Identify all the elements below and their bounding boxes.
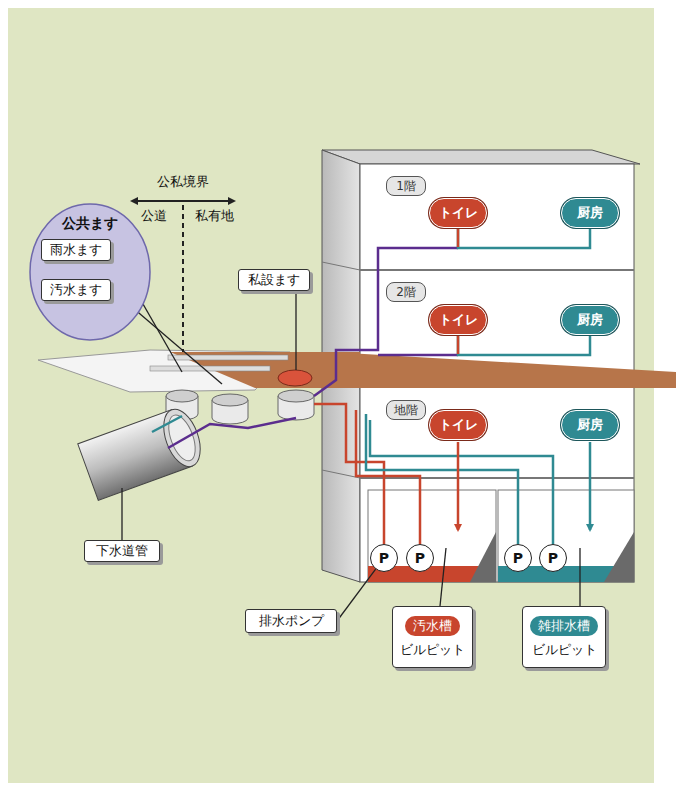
boundary-label: 公道 <box>138 207 170 225</box>
fixture-pill: 厨房 <box>561 305 619 335</box>
drain-stub <box>457 228 460 247</box>
callout-box: 下水道管 <box>84 540 160 562</box>
node-text: 2階 <box>396 285 416 299</box>
drain-stub <box>457 335 460 354</box>
node-text: ビルピット <box>532 642 597 658</box>
node-text: トイレ <box>439 417 478 433</box>
callout-box: 私設ます <box>238 269 310 291</box>
fixture-pill: 厨房 <box>561 410 619 440</box>
tank-callout: 雑排水槽ビルピット <box>522 606 606 668</box>
node-text: 地階 <box>394 403 418 417</box>
fixture-pill: 厨房 <box>561 198 619 228</box>
floor-tag: 地階 <box>386 400 426 420</box>
node-text: 雨水ます <box>50 242 102 258</box>
boundary-label: 私有地 <box>192 207 237 225</box>
node-text: 私設ます <box>248 272 300 288</box>
node-text: P <box>379 550 389 567</box>
tank-name: 雑排水槽 <box>530 616 598 636</box>
pump-circle: P <box>504 544 532 572</box>
pump-circle: P <box>539 544 567 572</box>
node-text: 厨房 <box>577 312 603 328</box>
node-text: 排水ポンプ <box>259 613 324 629</box>
node-text: 下水道管 <box>96 543 148 559</box>
group-ellipse: 公共ます雨水ます汚水ます <box>29 203 151 341</box>
fixture-pill: トイレ <box>429 198 487 228</box>
leader-line <box>337 569 376 621</box>
tank-callout: 汚水槽ビルピット <box>392 606 473 668</box>
callout-box: 汚水ます <box>41 279 111 301</box>
node-text: ビルピット <box>400 642 465 658</box>
node-text: 公共ます <box>62 215 118 232</box>
boundary-label: 公私境界 <box>154 173 212 191</box>
node-text: トイレ <box>439 312 478 328</box>
floor-tag: 1階 <box>386 176 426 196</box>
drain-pipe <box>458 335 590 355</box>
node-text: 厨房 <box>577 417 603 433</box>
fixture-pill: トイレ <box>429 410 487 440</box>
node-text: P <box>548 550 558 567</box>
node-text: 汚水ます <box>50 282 102 298</box>
node-text: 1階 <box>396 179 416 193</box>
node-text: P <box>415 550 425 567</box>
pump-circle: P <box>406 544 434 572</box>
pump-circle: P <box>370 544 398 572</box>
background <box>8 8 654 783</box>
callout-box: 排水ポンプ <box>245 609 337 633</box>
drain-pipe <box>458 228 590 248</box>
node-text: トイレ <box>439 205 478 221</box>
floor-tag: 2階 <box>386 282 426 302</box>
tank-name: 汚水槽 <box>405 616 460 636</box>
node-text: P <box>513 550 523 567</box>
node-text: 厨房 <box>577 205 603 221</box>
callout-box: 雨水ます <box>41 239 111 261</box>
fixture-pill: トイレ <box>429 305 487 335</box>
